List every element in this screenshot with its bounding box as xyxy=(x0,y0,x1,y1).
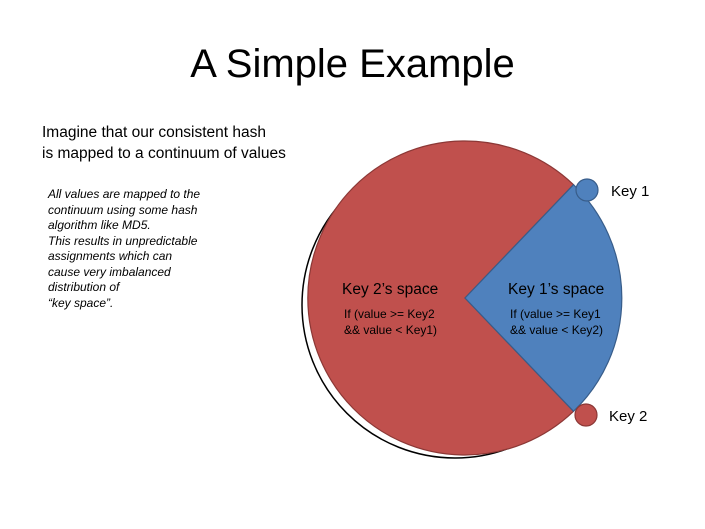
note-line: cause very imbalanced xyxy=(48,264,171,279)
note-line: All values are mapped to the xyxy=(48,187,201,201)
key2-node xyxy=(574,403,598,427)
note-text: All values are mapped to the continuum u… xyxy=(48,187,278,311)
key2-rule-line: && value < Key1) xyxy=(344,323,437,337)
intro-text: Imagine that our consistent hash is mapp… xyxy=(42,122,342,164)
key1-rule-line: && value < Key2) xyxy=(510,323,603,337)
key2-label: Key 2 xyxy=(609,408,647,425)
note-line: This results in unpredictable xyxy=(48,233,198,248)
intro-line: Imagine that our consistent hash xyxy=(42,124,267,141)
key2-rule-line: If (value >= Key2 xyxy=(344,307,435,321)
note-line: distribution of xyxy=(48,280,120,294)
key2-space-label: Key 2’s space xyxy=(342,281,438,298)
key1-node xyxy=(575,178,599,202)
note-line: assignments which can xyxy=(48,249,173,263)
note-line: continuum using some hash xyxy=(48,202,198,217)
key1-space-sector xyxy=(464,183,623,413)
key2-space-sector xyxy=(307,140,575,456)
intro-line: is mapped to a continuum of values xyxy=(42,145,286,162)
key1-space-label: Key 1’s space xyxy=(508,281,604,298)
key1-label: Key 1 xyxy=(611,183,649,200)
key1-rule-line: If (value >= Key1 xyxy=(510,307,601,321)
note-line: “key space”. xyxy=(48,295,114,310)
slide-title: A Simple Example xyxy=(190,42,515,86)
note-line: algorithm like MD5. xyxy=(48,218,151,232)
